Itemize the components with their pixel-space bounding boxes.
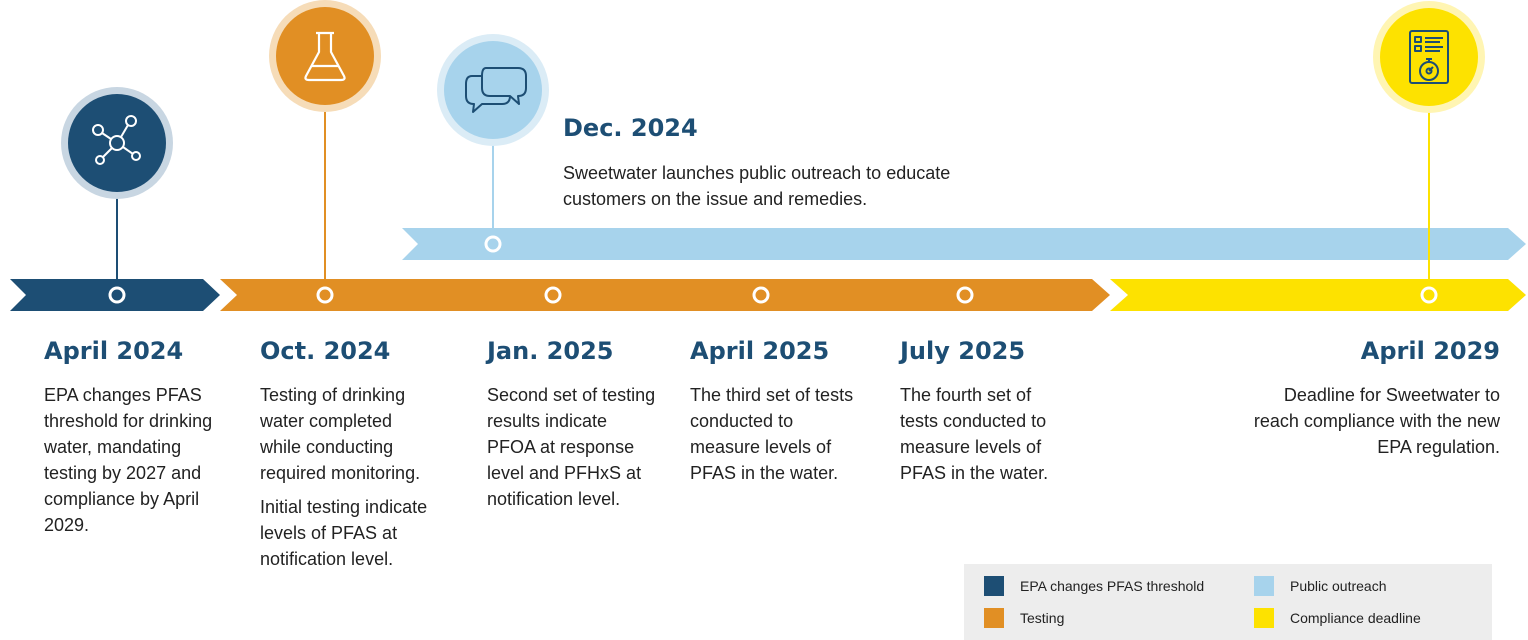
milestone-paragraph: Initial testing indicate levels of PFAS …: [260, 497, 428, 569]
marker-april-2029: [1420, 286, 1438, 304]
molecule-icon: [61, 87, 173, 199]
milestone-paragraph: EPA changes PFAS threshold for drinking …: [44, 385, 213, 535]
legend-item-outreach: Public outreach: [1254, 576, 1387, 596]
milestone-date-july-2025: July 2025: [900, 337, 1026, 365]
legend-swatch: [984, 576, 1004, 596]
milestone-text-jan-2025: Second set of testing results indicate P…: [487, 382, 659, 512]
outreach-band: [402, 228, 1526, 260]
segment-epa: [10, 279, 220, 311]
marker-jan-2025: [544, 286, 562, 304]
legend: EPA changes PFAS threshold Public outrea…: [964, 564, 1492, 640]
legend-item-compliance: Compliance deadline: [1254, 608, 1421, 628]
marker-april-2025: [752, 286, 770, 304]
marker-dec-2024: [484, 235, 502, 253]
milestone-paragraph: Sweetwater launches public outreach to e…: [563, 163, 951, 209]
milestone-text-dec-2024: Sweetwater launches public outreach to e…: [563, 160, 983, 212]
segment-compliance: [1110, 279, 1526, 311]
milestone-text-oct-2024: Testing of drinking water completed whil…: [260, 382, 428, 572]
marker-july-2025: [956, 286, 974, 304]
legend-label: Compliance deadline: [1290, 610, 1421, 626]
checklist-stopwatch-icon: [1373, 1, 1485, 113]
milestone-text-april-2024: EPA changes PFAS threshold for drinking …: [44, 382, 216, 538]
milestone-paragraph: The third set of tests conducted to meas…: [690, 385, 854, 483]
milestone-text-april-2025: The third set of tests conducted to meas…: [690, 382, 862, 486]
milestone-date-dec-2024: Dec. 2024: [563, 114, 698, 142]
legend-label: EPA changes PFAS threshold: [1020, 578, 1205, 594]
milestone-date-april-2024: April 2024: [44, 337, 184, 365]
milestone-text-july-2025: The fourth set of tests conducted to mea…: [900, 382, 1072, 486]
milestone-text-april-2029: Deadline for Sweetwater to reach complia…: [1250, 382, 1500, 460]
legend-swatch: [1254, 576, 1274, 596]
legend-label: Testing: [1020, 610, 1065, 626]
milestone-paragraph: The fourth set of tests conducted to mea…: [900, 385, 1049, 483]
segment-testing: [220, 279, 1110, 311]
legend-item-testing: Testing: [984, 608, 1064, 628]
milestone-date-april-2029: April 2029: [1360, 337, 1500, 365]
legend-swatch: [984, 608, 1004, 628]
milestone-paragraph: Deadline for Sweetwater to reach complia…: [1253, 385, 1500, 457]
marker-oct-2024: [316, 286, 334, 304]
chat-bubbles-icon: [437, 34, 549, 146]
marker-april-2024: [108, 286, 126, 304]
milestone-paragraph: Testing of drinking water completed whil…: [260, 385, 421, 483]
milestone-date-oct-2024: Oct. 2024: [260, 337, 391, 365]
legend-item-epa: EPA changes PFAS threshold: [984, 576, 1204, 596]
legend-swatch: [1254, 608, 1274, 628]
milestone-paragraph: Second set of testing results indicate P…: [487, 385, 656, 509]
milestone-date-jan-2025: Jan. 2025: [487, 337, 614, 365]
flask-icon: [269, 0, 381, 112]
milestone-date-april-2025: April 2025: [690, 337, 830, 365]
legend-label: Public outreach: [1290, 578, 1387, 594]
